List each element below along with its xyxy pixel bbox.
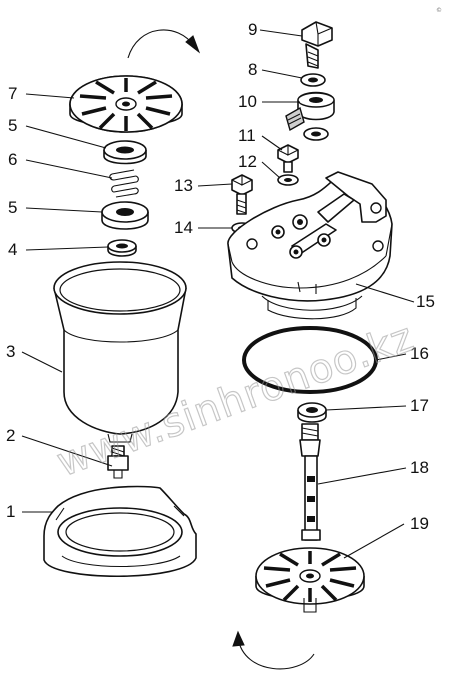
spring bbox=[109, 169, 139, 198]
callout-6: 6 bbox=[8, 150, 17, 169]
washer-upper bbox=[103, 140, 147, 165]
washer-12 bbox=[277, 174, 299, 186]
washer-small bbox=[107, 239, 137, 257]
callout-19: 19 bbox=[410, 514, 429, 533]
callout-11: 11 bbox=[238, 126, 256, 145]
callout-7: 7 bbox=[8, 84, 17, 103]
filter-bowl bbox=[53, 261, 187, 443]
banjo-fitting bbox=[285, 91, 335, 132]
callout-2: 2 bbox=[6, 426, 15, 445]
callout-12: 12 bbox=[238, 152, 257, 171]
callout-17: 17 bbox=[410, 396, 429, 415]
callout-16: 16 bbox=[410, 344, 429, 363]
callout-13: 13 bbox=[174, 176, 193, 195]
retaining-ring bbox=[43, 485, 197, 578]
center-tube bbox=[299, 423, 321, 541]
callout-18: 18 bbox=[410, 458, 429, 477]
sealing-washer-8 bbox=[300, 73, 326, 87]
filter-cap bbox=[69, 75, 183, 133]
drain-plug bbox=[107, 445, 129, 479]
callout-3: 3 bbox=[6, 342, 15, 361]
mounting-bolt bbox=[231, 174, 253, 215]
callout-4: 4 bbox=[8, 240, 17, 259]
leader-lines bbox=[21, 29, 415, 559]
sealing-washer-10b bbox=[303, 127, 329, 141]
callout-5-upper: 5 bbox=[8, 116, 17, 135]
callout-1: 1 bbox=[6, 502, 15, 521]
bleed-bolt bbox=[277, 144, 299, 173]
callout-5-lower: 5 bbox=[8, 198, 17, 217]
rotation-arrow-top bbox=[127, 29, 201, 59]
banjo-bolt bbox=[301, 21, 333, 69]
corner-mark: © bbox=[436, 7, 442, 14]
callout-10: 10 bbox=[238, 92, 257, 111]
washer-17 bbox=[297, 402, 327, 423]
washer-lower bbox=[101, 201, 149, 230]
rotation-arrow-bottom bbox=[232, 630, 315, 670]
callout-8: 8 bbox=[248, 60, 257, 79]
filter-housing bbox=[227, 171, 393, 320]
callout-14: 14 bbox=[174, 218, 193, 237]
callout-15: 15 bbox=[416, 292, 435, 311]
callout-9: 9 bbox=[248, 20, 257, 39]
filter-element-base bbox=[255, 547, 365, 613]
